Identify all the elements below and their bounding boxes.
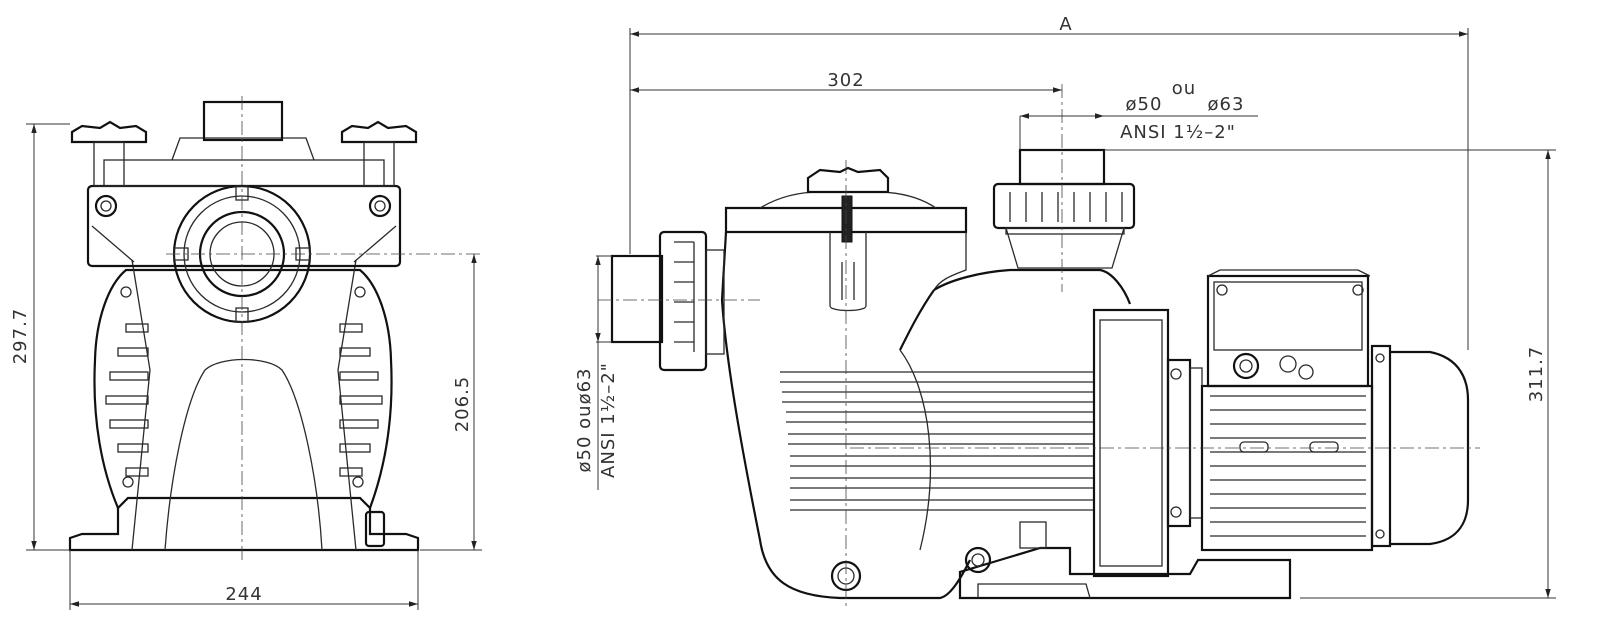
front-left-fins [105, 323, 149, 477]
inlet-ansi-label: ANSI 1½–2" [598, 362, 619, 478]
inlet-diameter-label: ø50 ouø63 [574, 368, 595, 473]
outlet-d50-label: ø50 [1126, 94, 1163, 115]
side-length-outlet-label: 302 [827, 70, 864, 91]
side-view [598, 84, 1480, 610]
side-dimensions: A 302 ou ø50 ø63 ANSI 1½–2" 311.7 ø50 ou… [574, 14, 1556, 599]
front-height-total-label: 297.7 [10, 308, 31, 365]
outlet-d63-label: ø63 [1208, 94, 1245, 115]
side-motor-ribs [1210, 395, 1366, 537]
front-dimensions: 297.7 206.5 244 [10, 123, 482, 610]
side-height-total-label: 311.7 [1526, 346, 1547, 403]
front-view [68, 96, 480, 560]
front-right-fins [339, 323, 383, 477]
side-motor-fins [780, 371, 1094, 511]
front-width-label: 244 [225, 584, 262, 605]
side-outlet-union [992, 148, 1136, 269]
front-knob-left [70, 120, 148, 187]
front-knob-right [340, 120, 418, 187]
outlet-ansi-label: ANSI 1½–2" [1120, 122, 1236, 143]
outlet-or-label: ou [1172, 78, 1196, 99]
front-height-inlet-label: 206.5 [452, 376, 473, 433]
side-length-total-label: A [1059, 14, 1072, 35]
side-inlet-union [610, 230, 725, 372]
